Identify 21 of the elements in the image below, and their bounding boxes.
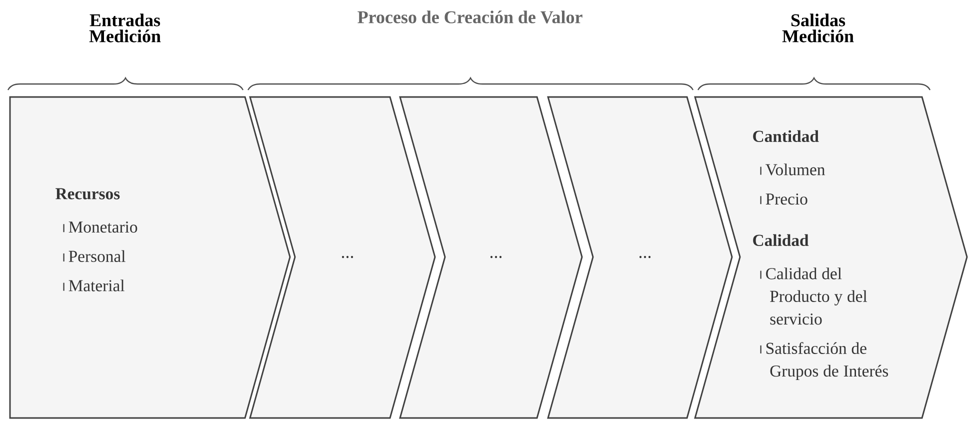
chevron-box: ... [547, 96, 733, 419]
node-label: Material [68, 280, 124, 292]
chevron-box: ... [249, 96, 436, 419]
node-label: Calidad del Producto y del servicio [766, 268, 868, 325]
header-label: Salidas Medición [782, 14, 854, 42]
node-label: Calidad [753, 234, 809, 246]
node-label: Precio [766, 193, 808, 205]
header-label: Proceso de Creación de Valor [358, 10, 582, 24]
node-label: ... [490, 256, 502, 258]
chevron-box: Recursos Monetario Personal Material [9, 96, 291, 419]
node-label: ... [639, 256, 651, 258]
node-label: Volumen [766, 164, 825, 176]
chevron-box: ... [399, 96, 583, 419]
chevron-box: Cantidad Volumen Precio Calidad Calidad del Producto y del servicio Satisfacción de Grupos de Interés [694, 96, 968, 419]
node-label: Monetario [68, 221, 138, 233]
node-label: Personal [68, 250, 126, 262]
node-label: Recursos [56, 188, 120, 200]
header-label: Entradas Medición [89, 14, 161, 42]
node-label: ... [342, 256, 354, 258]
node-label: Cantidad [753, 130, 819, 142]
node-label: Satisfacción de Grupos de Interés [766, 342, 888, 380]
